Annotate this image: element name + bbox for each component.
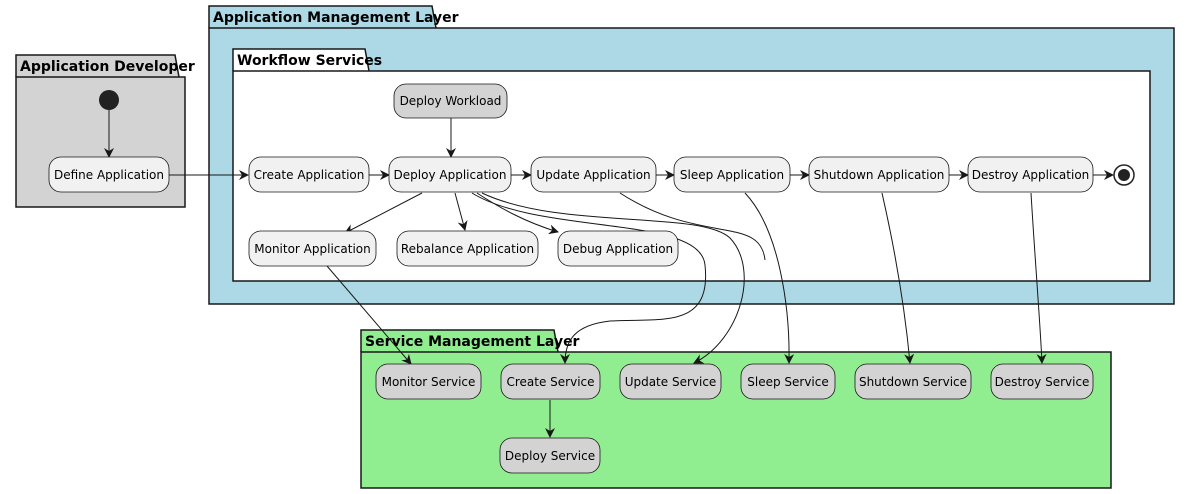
node-label: Update Application [536,168,650,182]
node-label: Sleep Service [747,375,829,389]
edge-deploy-to-create-service [471,192,707,364]
activity-debug-application[interactable]: Debug Application [557,230,679,267]
package-tab [360,329,559,353]
node-label: Shutdown Service [859,375,967,389]
activity-shutdown-service[interactable]: Shutdown Service [854,363,972,400]
node-label: Monitor Service [382,375,476,389]
package-service-management-layer: Service Management Layer [360,329,1112,489]
package-tab [15,54,180,78]
node-label: Destroy Service [995,375,1090,389]
edge-shutdown-app-to-shutdown-service [881,192,915,364]
package-tab [208,5,437,29]
activity-rebalance-application[interactable]: Rebalance Application [396,230,539,267]
activity-deploy-application[interactable]: Deploy Application [388,156,512,193]
edge-deploy-to-update-service [481,192,745,364]
activity-deploy-service[interactable]: Deploy Service [499,437,601,474]
package-label: Service Management Layer [365,334,580,350]
node-label: Create Application [254,168,365,182]
edge-monitor-app-to-monitor-service [326,265,412,365]
edges [104,110,1114,438]
activity-shutdown-application[interactable]: Shutdown Application [808,156,950,193]
package-label: Workflow Services [237,53,382,69]
activity-create-application[interactable]: Create Application [248,156,370,193]
activity-monitor-application[interactable]: Monitor Application [248,230,377,267]
activity-destroy-service[interactable]: Destroy Service [990,363,1094,400]
activity-deploy-workload[interactable]: Deploy Workload [393,83,508,119]
activity-update-service[interactable]: Update Service [619,363,722,400]
end-node[interactable] [1113,164,1135,186]
package-tab [232,48,370,72]
node-label: Define Application [54,168,164,182]
node-label: Destroy Application [972,168,1090,182]
activity-update-application[interactable]: Update Application [530,156,657,193]
edge-deploy-to-monitor [344,192,423,234]
edge-deploy-to-debug [476,192,559,235]
activity-create-service[interactable]: Create Service [500,363,601,400]
activity-sleep-application[interactable]: Sleep Application [673,156,791,193]
package-label: Application Management Layer [213,10,459,26]
package-body [360,351,1112,489]
activity-sleep-service[interactable]: Sleep Service [740,363,836,400]
node-label: Monitor Application [254,242,370,256]
activity-monitor-service[interactable]: Monitor Service [375,363,482,400]
node-label: Update Service [625,375,717,389]
node-label: Deploy Service [505,449,595,463]
edge-destroy-app-to-destroy-service [1030,192,1047,364]
node-label: Shutdown Application [814,168,945,182]
node-label: Deploy Application [394,168,507,182]
node-label: Debug Application [563,242,673,256]
start-node[interactable] [99,90,119,110]
node-label: Deploy Workload [400,94,502,108]
node-label: Rebalance Application [401,242,534,256]
package-label: Application Developer [20,59,195,75]
activity-destroy-application[interactable]: Destroy Application [967,156,1094,193]
edge-update-app-to-sleep-service [619,192,766,261]
node-label: Create Service [506,375,594,389]
edge-deploy-to-rebalance [454,192,468,231]
activity-define-application[interactable]: Define Application [48,156,170,193]
node-label: Sleep Application [680,168,784,182]
edge-sleep-app-to-sleep-service [744,192,795,364]
